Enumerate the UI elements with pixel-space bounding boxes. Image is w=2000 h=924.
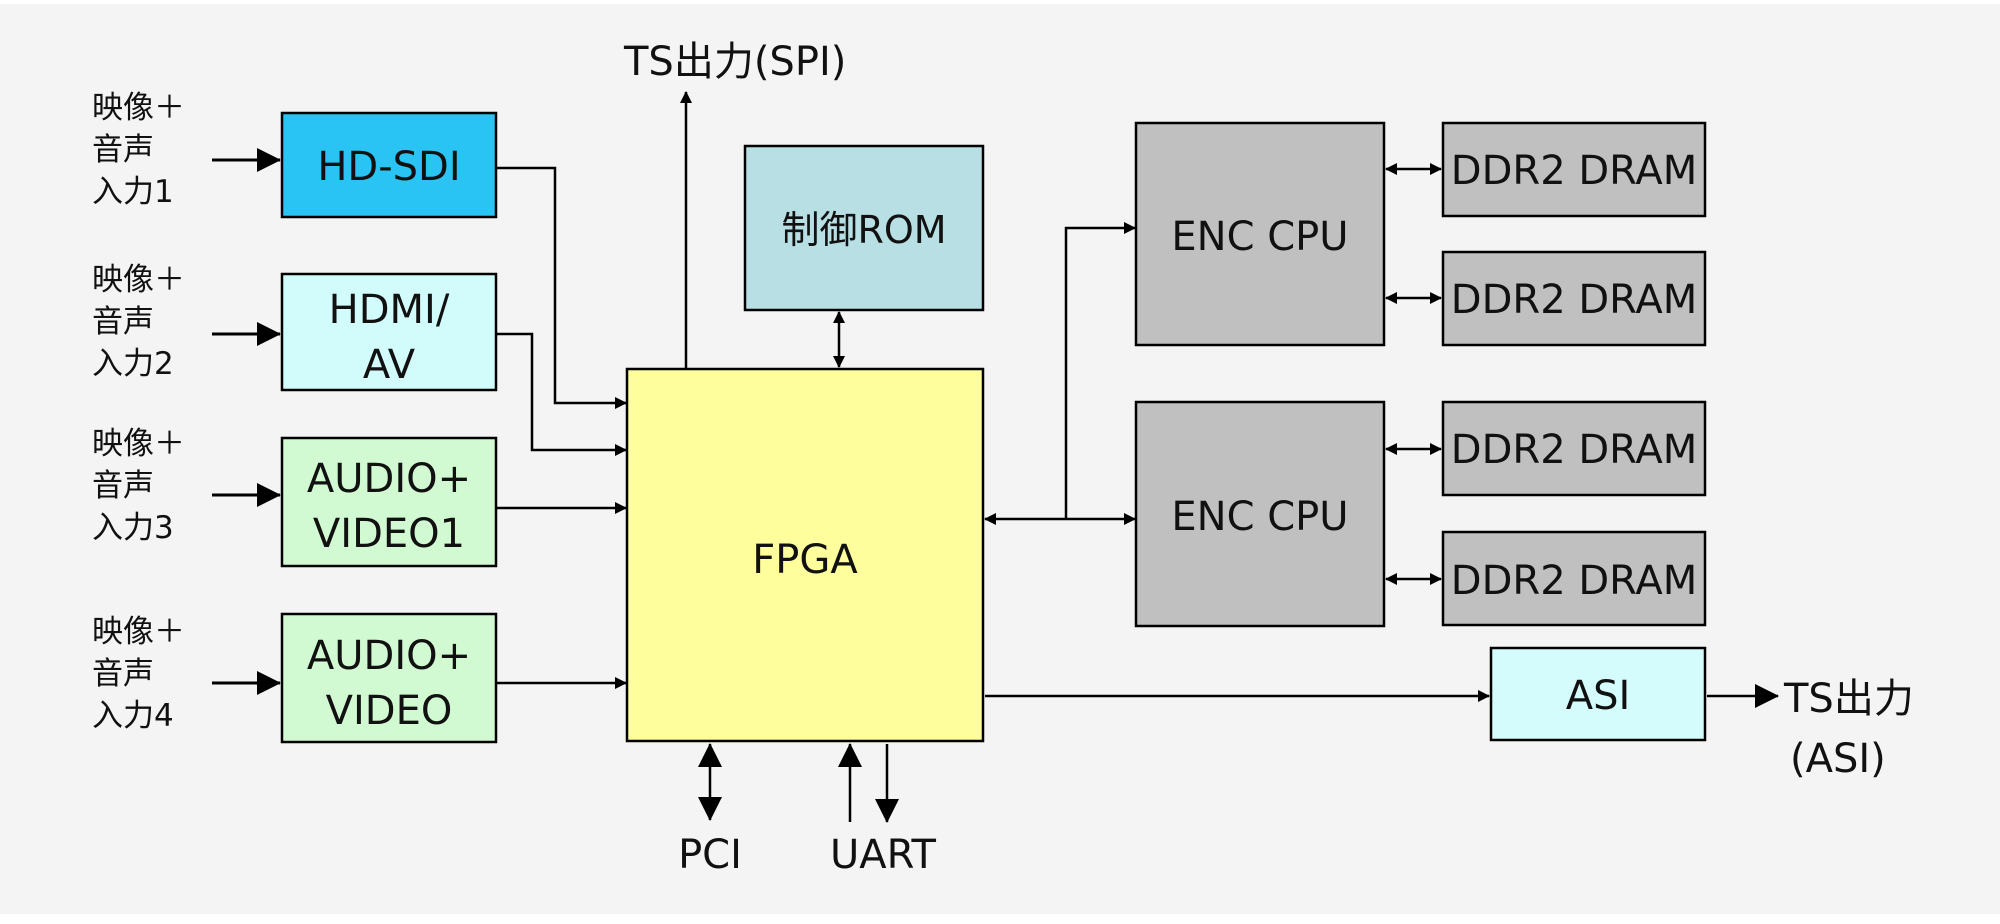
input-2-line1: 映像＋ (92, 262, 185, 298)
av1-label-line2: VIDEO1 (313, 511, 465, 557)
hdmi-label-line2: AV (363, 342, 416, 388)
enc1-label: ENC CPU (1171, 214, 1348, 260)
enc-cpu-1-block: ENC CPU (1134, 121, 1386, 347)
input-3-line3: 入力3 (92, 510, 174, 546)
input-4-line1: 映像＋ (92, 614, 185, 650)
fpga-block: FPGA (625, 367, 985, 743)
input-3-line2: 音声 (92, 468, 154, 504)
bus-to-enc1 (1064, 222, 1136, 519)
ddr2-dram-3: DDR2 DRAM (1441, 400, 1707, 497)
input-label-4: 映像＋ 音声 入力4 (92, 614, 185, 734)
ddr2-dram-2: DDR2 DRAM (1441, 250, 1707, 347)
asi-label: ASI (1566, 673, 1631, 719)
ddr2-dram-1: DDR2 DRAM (1441, 121, 1707, 218)
wire-hdmi-fpga (496, 332, 627, 456)
fpga-label: FPGA (752, 537, 858, 583)
ts-spi-label: TS出力(SPI) (623, 39, 846, 85)
control-rom-block: 制御ROM (743, 144, 985, 312)
audio-video-block: AUDIO+ VIDEO (280, 612, 498, 744)
enc-cpu-2-block: ENC CPU (1134, 400, 1386, 628)
enc2-label: ENC CPU (1171, 494, 1348, 540)
input-4-line3: 入力4 (92, 698, 174, 734)
input-4-line2: 音声 (92, 656, 154, 692)
ts-asi-label-line1: TS出力 (1783, 676, 1914, 722)
asi-block: ASI (1489, 646, 1707, 742)
ddr-1-label: DDR2 DRAM (1451, 148, 1697, 194)
input-2-line3: 入力2 (92, 346, 174, 382)
ddr-3-label: DDR2 DRAM (1451, 427, 1697, 473)
ddr-2-label: DDR2 DRAM (1451, 277, 1697, 323)
av2-label-line1: AUDIO+ (307, 633, 471, 679)
hdsdi-label: HD-SDI (317, 144, 460, 190)
input-label-1: 映像＋ 音声 入力1 (92, 90, 185, 210)
ddr2-dram-4: DDR2 DRAM (1441, 530, 1707, 627)
input-3-line1: 映像＋ (92, 426, 185, 462)
input-1-line3: 入力1 (92, 174, 174, 210)
input-2-line2: 音声 (92, 304, 154, 340)
input-label-2: 映像＋ 音声 入力2 (92, 262, 185, 382)
av2-label-line2: VIDEO (326, 688, 453, 734)
input-1-line1: 映像＋ (92, 90, 185, 126)
hdmi-label-line1: HDMI/ (329, 287, 450, 333)
rom-label: 制御ROM (781, 208, 946, 252)
av1-label-line1: AUDIO+ (307, 456, 471, 502)
hdsdi-block: HD-SDI (280, 111, 498, 219)
input-1-line2: 音声 (92, 132, 154, 168)
pci-label: PCI (678, 832, 742, 878)
ddr-4-label: DDR2 DRAM (1451, 558, 1697, 604)
uart-label: UART (830, 832, 937, 878)
audio-video1-block: AUDIO+ VIDEO1 (280, 436, 498, 568)
input-label-3: 映像＋ 音声 入力3 (92, 426, 185, 546)
hdmi-av-block: HDMI/ AV (280, 272, 498, 392)
ts-asi-label-line2: (ASI) (1790, 736, 1886, 782)
wire-hdsdi-fpga (496, 166, 627, 409)
